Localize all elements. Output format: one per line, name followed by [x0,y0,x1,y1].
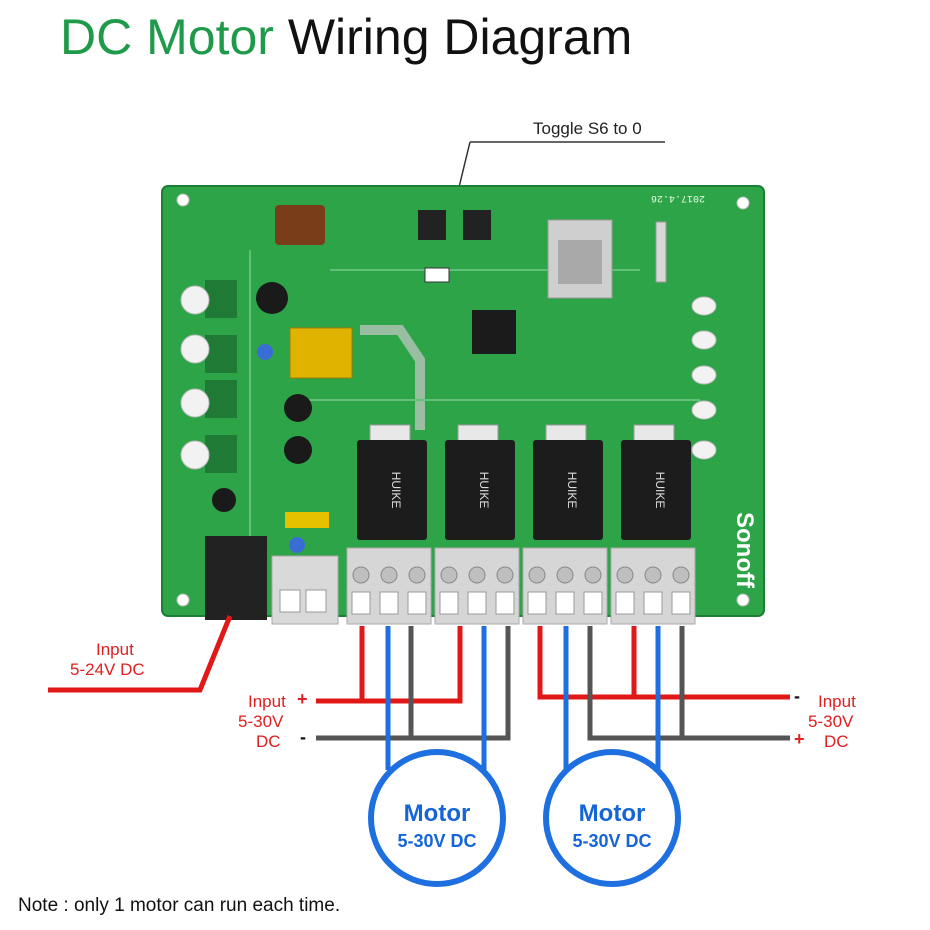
motor-right [543,749,681,887]
board-silk-date: 2017.4.26 [651,192,705,203]
left-supply-line3: DC [256,732,281,751]
motor-right-spec: 5-30V DC [572,831,652,851]
relay-label: HUIKE [653,472,667,509]
board-leds-right [691,296,717,460]
board-power-label-line1: Input [96,640,134,659]
relay-label: HUIKE [565,472,579,509]
left-supply-minus: - [300,727,306,747]
right-supply-minus: - [794,686,800,706]
motor-left [368,749,506,887]
board-buttons-left [180,280,237,473]
title-part-2: Wiring Diagram [287,9,633,65]
page-title: DC Motor Wiring Diagram [60,6,632,68]
relay-1: HUIKE [346,424,432,625]
dc-power-jack [205,536,267,620]
left-supply-plus: + [297,689,308,709]
relay-label: HUIKE [389,472,403,509]
motor-left-spec: 5-30V DC [397,831,477,851]
right-minus-wire [537,626,790,700]
board-power-wire [48,615,233,693]
relay-3: HUIKE [522,424,608,625]
relay-4: HUIKE [610,424,696,625]
right-supply-line3: DC [824,732,849,751]
footnote: Note : only 1 motor can run each time. [18,895,341,916]
board-brand: Sonoff [731,512,758,589]
left-supply-line1: Input [248,692,286,711]
relay-group: HUIKE HUIKE HUIKE HUIKE [346,424,696,625]
motor-left-name: Motor [403,800,471,827]
board-power-label-line2: 5-24V DC [70,660,145,679]
relay-2: HUIKE [434,424,520,625]
right-plus-wire [587,626,790,741]
title-part-1: DC Motor [60,9,274,65]
toggle-callout-label: Toggle S6 to 0 [533,119,642,138]
wires [48,615,790,770]
left-minus-wire [316,626,511,741]
relay-label: HUIKE [477,472,491,509]
pcb-board [161,185,765,625]
left-supply-line2: 5-30V [238,712,284,731]
right-supply-line2: 5-30V [808,712,854,731]
right-supply-line1: Input [818,692,856,711]
right-supply-plus: + [794,729,805,749]
motor-right-name: Motor [578,800,646,827]
